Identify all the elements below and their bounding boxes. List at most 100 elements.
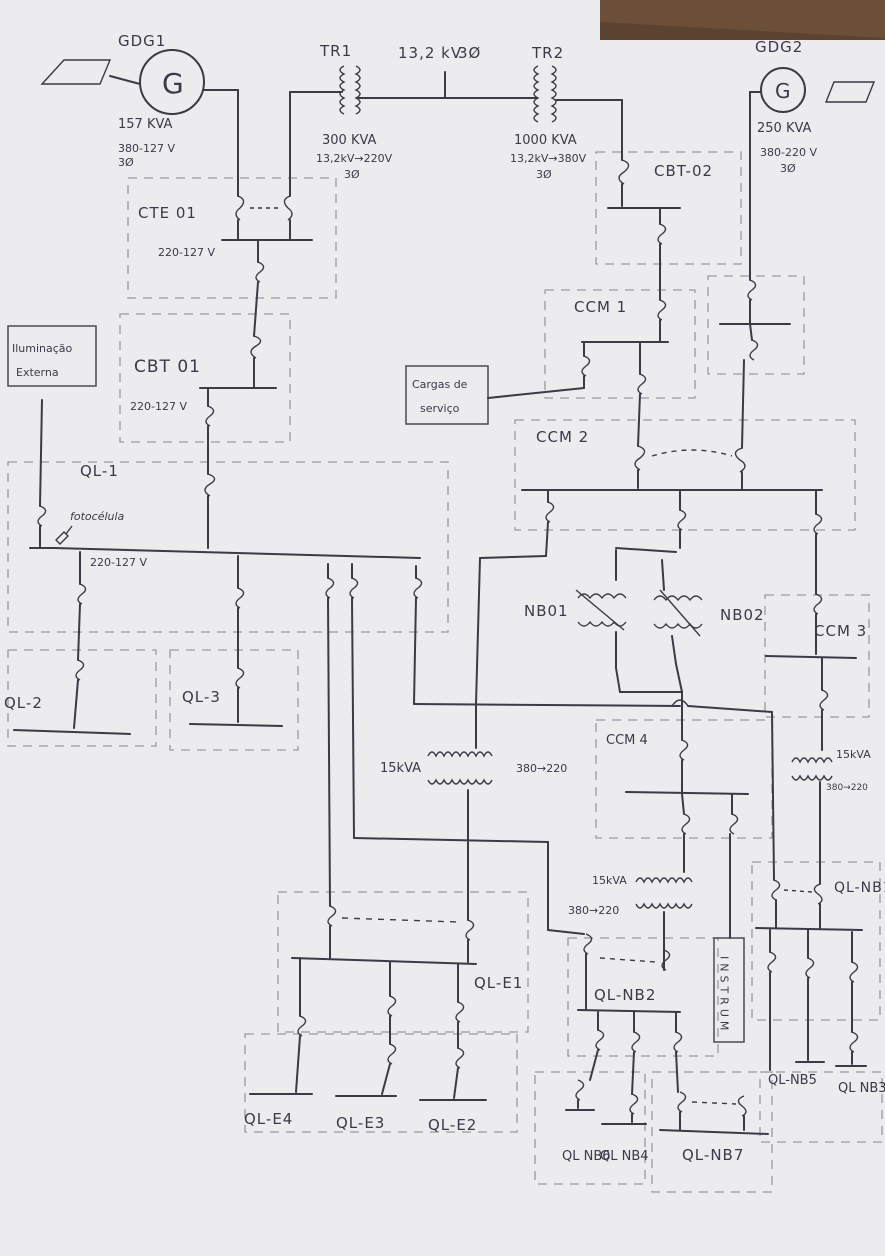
generator-symbol: G: [162, 67, 184, 100]
instrum-panel: INSTRUM: [713, 937, 745, 1043]
gdg1-rating: 157 KVA: [118, 117, 173, 132]
breaker-icon: [673, 1031, 683, 1053]
ql-e-section: QL-E1 QL-E4 QL-E3 QL-E2: [244, 905, 522, 1134]
tr-ccm4-ratio: 380→220: [568, 904, 619, 917]
gdg1-phase: 3Ø: [118, 156, 134, 169]
breaker-icon: [455, 1001, 465, 1023]
photocell-label: fotocélula: [70, 510, 125, 523]
qlnb1-label: QL-NB1: [834, 880, 885, 896]
breaker-icon: [235, 587, 245, 609]
ql3-label: QL-3: [182, 688, 221, 706]
cbt01-voltage: 220-127 V: [130, 400, 187, 413]
instrum-label: INSTRUM: [718, 956, 731, 1034]
breaker-icon: [204, 473, 216, 497]
breaker-icon: [297, 1015, 307, 1037]
breaker-icon: [77, 583, 87, 605]
service-loads-line2: serviço: [420, 402, 460, 415]
breaker-icon: [749, 339, 759, 361]
gdg1-label: GDG1: [118, 32, 166, 50]
feeders-to-ql-e: [325, 563, 773, 935]
breaker-icon: [729, 813, 739, 835]
external-lighting-line2: Externa: [16, 366, 59, 379]
breaker-icon: [805, 957, 815, 979]
breaker-icon: [595, 1029, 605, 1051]
engine-icon: [40, 59, 112, 85]
generator-symbol: G: [775, 79, 791, 103]
tr2-label: TR2: [531, 44, 564, 62]
ql1-label: QL-1: [80, 462, 119, 480]
breaker-icon: [661, 949, 671, 971]
gdg1-voltage: 380-127 V: [118, 142, 175, 155]
breaker-icon: [637, 373, 647, 395]
external-lighting-line1: Iluminação: [12, 342, 73, 355]
breaker-icon: [325, 577, 335, 599]
breaker-icon: [283, 195, 293, 221]
tr-center-rating: 15kVA: [380, 761, 421, 776]
ql1-voltage: 220-127 V: [90, 556, 147, 569]
gdg2-voltage: 380-220 V: [760, 146, 817, 159]
transformer-center: 15kVA 380→220: [380, 703, 567, 963]
tr-right-ratio: 380→220: [826, 783, 868, 793]
breaker-icon: [849, 961, 859, 983]
breaker-icon: [545, 501, 555, 523]
photocell-icon: [55, 531, 69, 545]
qlnb4-label: QL NB4: [600, 1149, 649, 1164]
tr2-rating: 1000 KVA: [514, 133, 577, 148]
qle4-label: QL-E4: [244, 1110, 293, 1128]
breaker-icon: [618, 159, 630, 185]
breaker-icon: [75, 659, 85, 681]
nb02-coil-icon: [653, 595, 703, 602]
breaker-icon: [657, 299, 667, 321]
breaker-icon: [387, 995, 397, 1017]
breaker-icon: [629, 1093, 639, 1115]
tr-ccm4-rating: 15kVA: [592, 874, 627, 887]
breaker-icon: [813, 593, 823, 615]
nb02-coil-icon: [653, 622, 703, 629]
breaker-icon: [349, 577, 359, 599]
cbt02-label: CBT-02: [654, 162, 713, 180]
generator-gdg1: G GDG1 157 KVA 380-127 V 3Ø: [40, 32, 239, 197]
breaker-icon: [849, 1031, 859, 1053]
breaker-icon: [631, 1031, 641, 1053]
ql2-label: QL-2: [4, 694, 43, 712]
breaker-icon: [581, 355, 591, 377]
tr1-label: TR1: [319, 42, 352, 60]
breaker-icon: [37, 505, 47, 527]
breaker-icon: [681, 813, 691, 835]
breaker-icon: [771, 879, 781, 901]
tr-right-rating: 15kVA: [836, 748, 871, 761]
breaker-icon: [255, 261, 265, 283]
ccm4-section: CCM 4 15kVA 380→220: [568, 733, 749, 971]
tr1-phase: 3Ø: [344, 168, 360, 181]
engine-icon: [824, 81, 876, 103]
service-loads-box: [405, 365, 489, 425]
breaker-icon: [677, 509, 687, 531]
service-loads-line1: Cargas de: [412, 378, 468, 391]
breaker-icon: [235, 667, 245, 689]
breaker-icon: [455, 1047, 465, 1069]
cte01-voltage: 220-127 V: [158, 246, 215, 259]
breaker-icon: [677, 1091, 687, 1113]
breaker-icon: [737, 1095, 747, 1117]
breaker-icon: [634, 445, 646, 471]
tr-center-ratio: 380→220: [516, 762, 567, 775]
transformer-tr2: TR2 1000 KVA 13,2kV→380V 3Ø: [510, 44, 623, 181]
crossover-icon: [671, 699, 689, 707]
grid-phase-label: 3Ø: [458, 44, 481, 62]
qlnb2-label: QL-NB2: [594, 986, 656, 1004]
ccm1-label: CCM 1: [574, 298, 627, 316]
generator-icon: [139, 49, 205, 115]
breaker-icon: [767, 951, 777, 973]
breaker-icon: [575, 1079, 585, 1101]
qlnb7-label: QL-NB7: [682, 1146, 744, 1164]
ccm3-label: CCM 3: [814, 622, 867, 640]
qlnb3-label: QL NB3: [838, 1081, 885, 1096]
breaker-icon: [413, 577, 423, 599]
breaker-icon: [813, 513, 823, 535]
ccm4-label: CCM 4: [606, 733, 648, 748]
ql-nb2-section: QL-NB2 QL NB6 QL NB4 QL-NB7: [562, 933, 769, 1164]
breaker-icon: [387, 1043, 397, 1065]
external-lighting-box: [7, 325, 97, 387]
